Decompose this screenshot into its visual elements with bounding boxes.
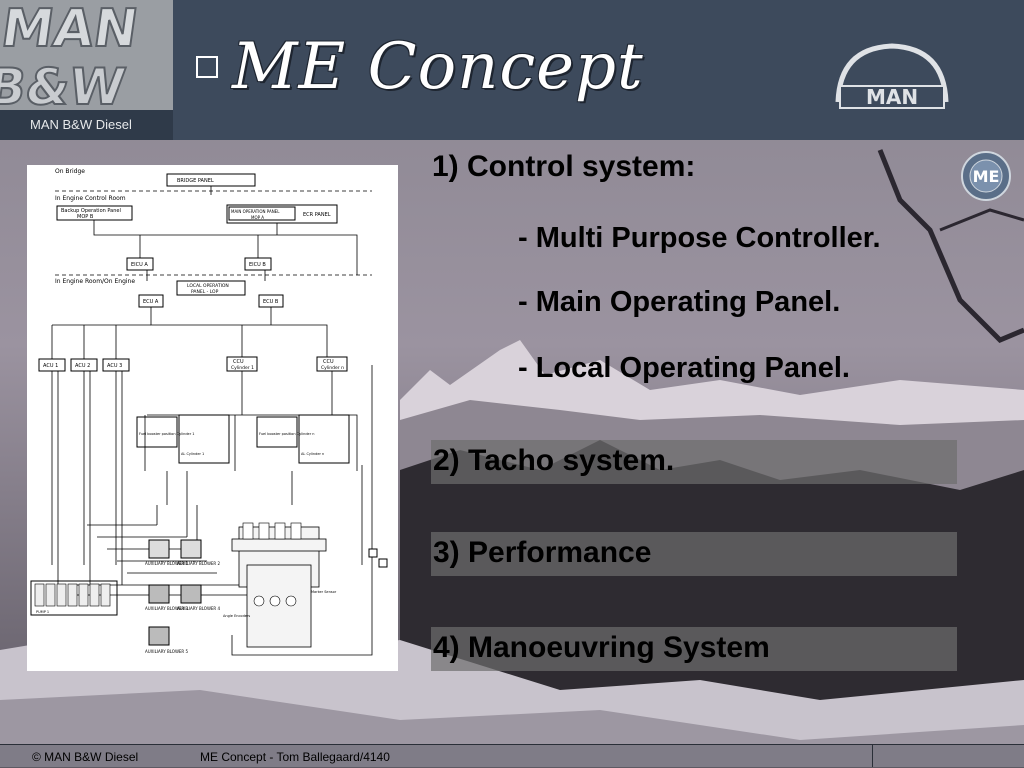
item-tacho-system-label: 2) Tacho system. (433, 444, 675, 477)
label-acu-3: ACU 3 (107, 363, 122, 369)
sub-item-multi-purpose-controller: - Multi Purpose Controller. (518, 222, 881, 254)
slide-title: ME Concept (232, 30, 644, 104)
svg-text:PANEL - LOP: PANEL - LOP (191, 289, 219, 295)
item-manoeuvring-system: 4) Manoeuvring System (431, 627, 957, 671)
label-eicu-a: EICU A (131, 262, 148, 268)
logo-word: MAN (0, 0, 142, 59)
me-badge-icon: ME (961, 151, 1011, 201)
item-tacho-system: 2) Tacho system. (431, 440, 957, 484)
label-acu-1: ACU 1 (43, 363, 58, 369)
label-fuel-booster-n: Fuel booster position Cylinder n (259, 432, 314, 436)
label-fuel-booster: Fuel booster position Cylinder 1 (139, 432, 195, 436)
label-aux-2: AUXILIARY BLOWER 2 (177, 561, 220, 566)
label-ecu-a: ECU A (143, 299, 159, 305)
control-system-diagram: On Bridge BRIDGE PANEL In Engine Control… (27, 165, 398, 671)
brand-logo-word: MAN (866, 85, 918, 109)
footer-copyright: © MAN B&W Diesel (32, 750, 139, 764)
label-on-bridge: On Bridge (55, 168, 85, 175)
label-acu-2: ACU 2 (75, 363, 90, 369)
sub-item-main-operating-panel: - Main Operating Panel. (518, 286, 841, 318)
svg-text:B&W: B&W (0, 57, 129, 110)
item-control-system: 1) Control system: (432, 150, 696, 183)
label-al-n: AL Cylinder n (301, 452, 324, 456)
man-brand-logo: MAN (835, 43, 949, 109)
label-aux-4: AUXILIARY BLOWER 4 (177, 606, 220, 611)
footer-page-box (872, 745, 963, 767)
label-aux-5: AUXILIARY BLOWER 5 (145, 649, 188, 654)
label-eicu-b: EICU B (249, 262, 266, 268)
label-ecu-b: ECU B (263, 299, 279, 305)
label-in-ecr: In Engine Control Room (55, 195, 126, 202)
label-angle-encoders: Angle Encoders (223, 614, 250, 618)
label-main-op-panel: MAIN OPERATION PANEL (231, 209, 280, 214)
sub-item-local-operating-panel: - Local Operating Panel. (518, 352, 850, 384)
label-aux-1: AUXILIARY BLOWER 1 (145, 561, 188, 566)
title-bullet-box (196, 56, 218, 78)
svg-text:MOP B: MOP B (77, 214, 94, 220)
footer-presentation: ME Concept - Tom Ballegaard/4140 (200, 750, 390, 764)
label-bridge-panel: BRIDGE PANEL (177, 178, 214, 184)
item-manoeuvring-system-label: 4) Manoeuvring System (433, 631, 770, 664)
logo-caption: MAN B&W Diesel (0, 110, 173, 140)
label-al: AL Cylinder 1 (181, 452, 204, 456)
label-lop: LOCAL OPERATION (187, 283, 229, 289)
label-ccu-n: CCU (323, 359, 334, 365)
man-bw-logo: MAN B&W MAN B&W Diesel (0, 0, 173, 140)
label-ccu-1: CCU (233, 359, 244, 365)
label-marker-sensor: Marker Sensor (311, 590, 337, 594)
svg-text:Cylinder 1: Cylinder 1 (231, 365, 254, 371)
label-aux-3: AUXILIARY BLOWER 3 (145, 606, 188, 611)
label-in-er: In Engine Room/On Engine (55, 278, 135, 285)
label-pumps: PUMP 1 (36, 610, 49, 614)
svg-text:Cylinder n: Cylinder n (321, 365, 344, 371)
footer-bar: © MAN B&W Diesel ME Concept - Tom Balleg… (0, 744, 1024, 768)
me-badge-text: ME (973, 167, 1000, 186)
label-backup-panel: Backup Operation Panel (61, 208, 121, 214)
item-performance: 3) Performance (431, 532, 957, 576)
label-ecr-panel: ECR PANEL (303, 212, 331, 218)
svg-text:MOP A: MOP A (251, 215, 264, 220)
item-performance-label: 3) Performance (433, 536, 652, 569)
